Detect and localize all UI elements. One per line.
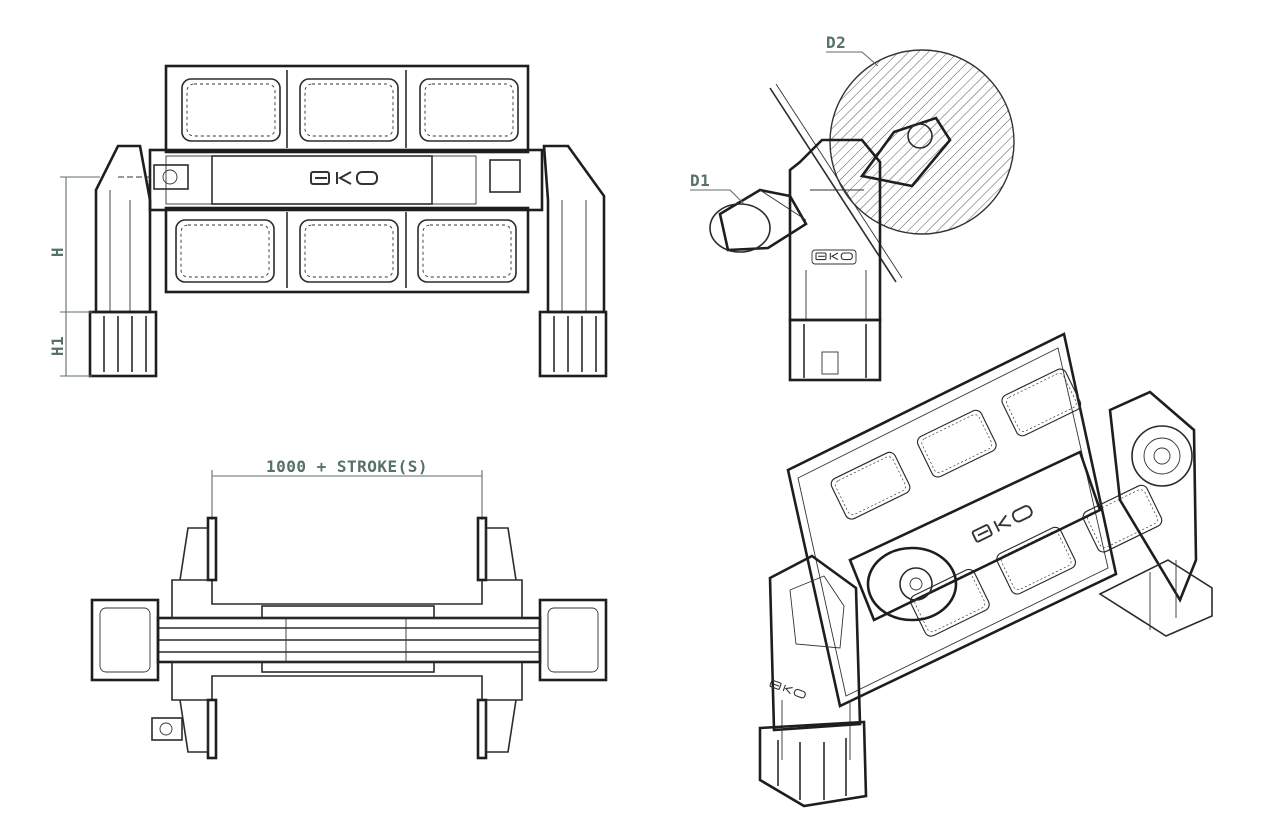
top-view: 1000 + STROKE(S): [90, 457, 608, 760]
dimension-d1-label: D1: [690, 171, 710, 190]
isometric-view: [758, 332, 1213, 808]
dimension-h-label: H: [48, 247, 67, 257]
front-view: H H1: [48, 64, 608, 378]
dimension-stroke-label: 1000 + STROKE(S): [266, 457, 428, 476]
dimension-h1-label: H1: [48, 336, 67, 356]
dimension-d2-label: D2: [826, 33, 846, 52]
side-view: D1 D2: [690, 33, 1015, 382]
